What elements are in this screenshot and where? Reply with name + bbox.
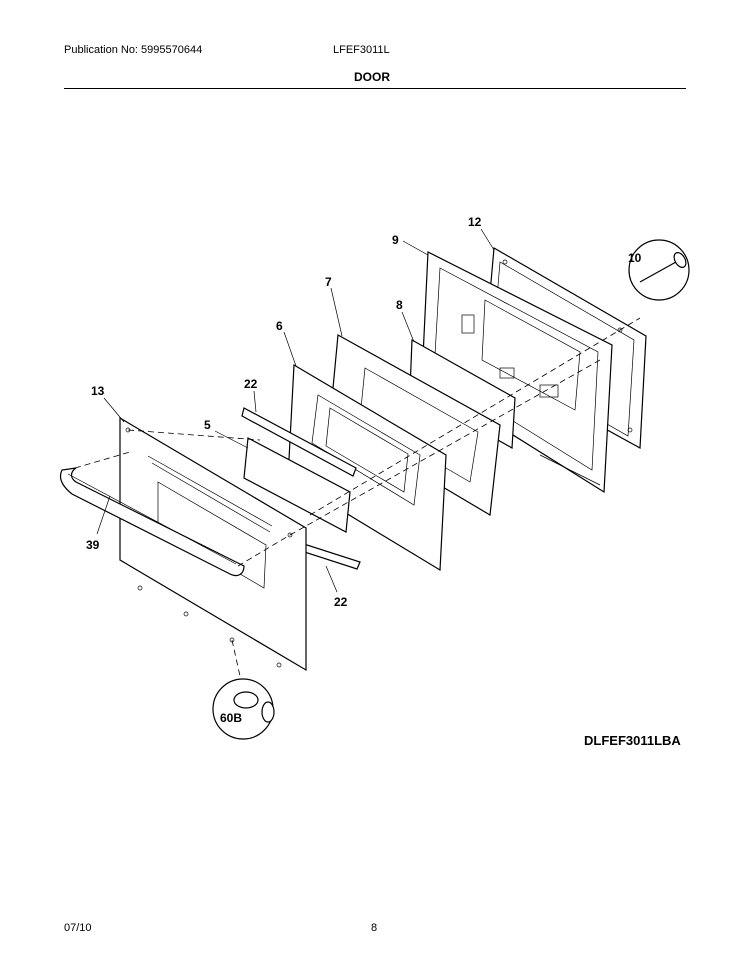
callout-5: 5 [204, 418, 211, 432]
callout-8: 8 [396, 298, 403, 312]
callout-13: 13 [91, 384, 105, 398]
footer-date: 07/10 [64, 922, 92, 934]
callout-10: 10 [628, 251, 642, 265]
callout-12: 12 [468, 215, 482, 229]
header-rule [64, 88, 686, 89]
leader-lines [96, 228, 495, 593]
callout-22-upper: 22 [244, 377, 258, 391]
callout-7: 7 [325, 275, 332, 289]
part-39-handle [59, 467, 245, 577]
publication-number: Publication No: 5995570644 [64, 44, 203, 56]
model-number: LFEF3011L [333, 44, 390, 56]
part-60b-screw-detail: 60B [212, 678, 275, 740]
callout-9: 9 [392, 233, 399, 247]
assembly-lines [74, 317, 641, 677]
diagram-code: DLFEF3011LBA [584, 733, 681, 748]
part-10-screw-detail: 10 [628, 239, 690, 301]
page-number: 8 [371, 922, 378, 934]
callout-22-lower: 22 [334, 595, 348, 609]
callout-6: 6 [276, 319, 283, 333]
section-title: DOOR [354, 70, 390, 84]
part-22-upper-bracket [241, 407, 357, 477]
part-5-outer-glass [243, 437, 351, 533]
callout-39: 39 [86, 538, 100, 552]
part-9-inner-liner [421, 251, 613, 494]
callout-60b: 60B [220, 711, 242, 725]
